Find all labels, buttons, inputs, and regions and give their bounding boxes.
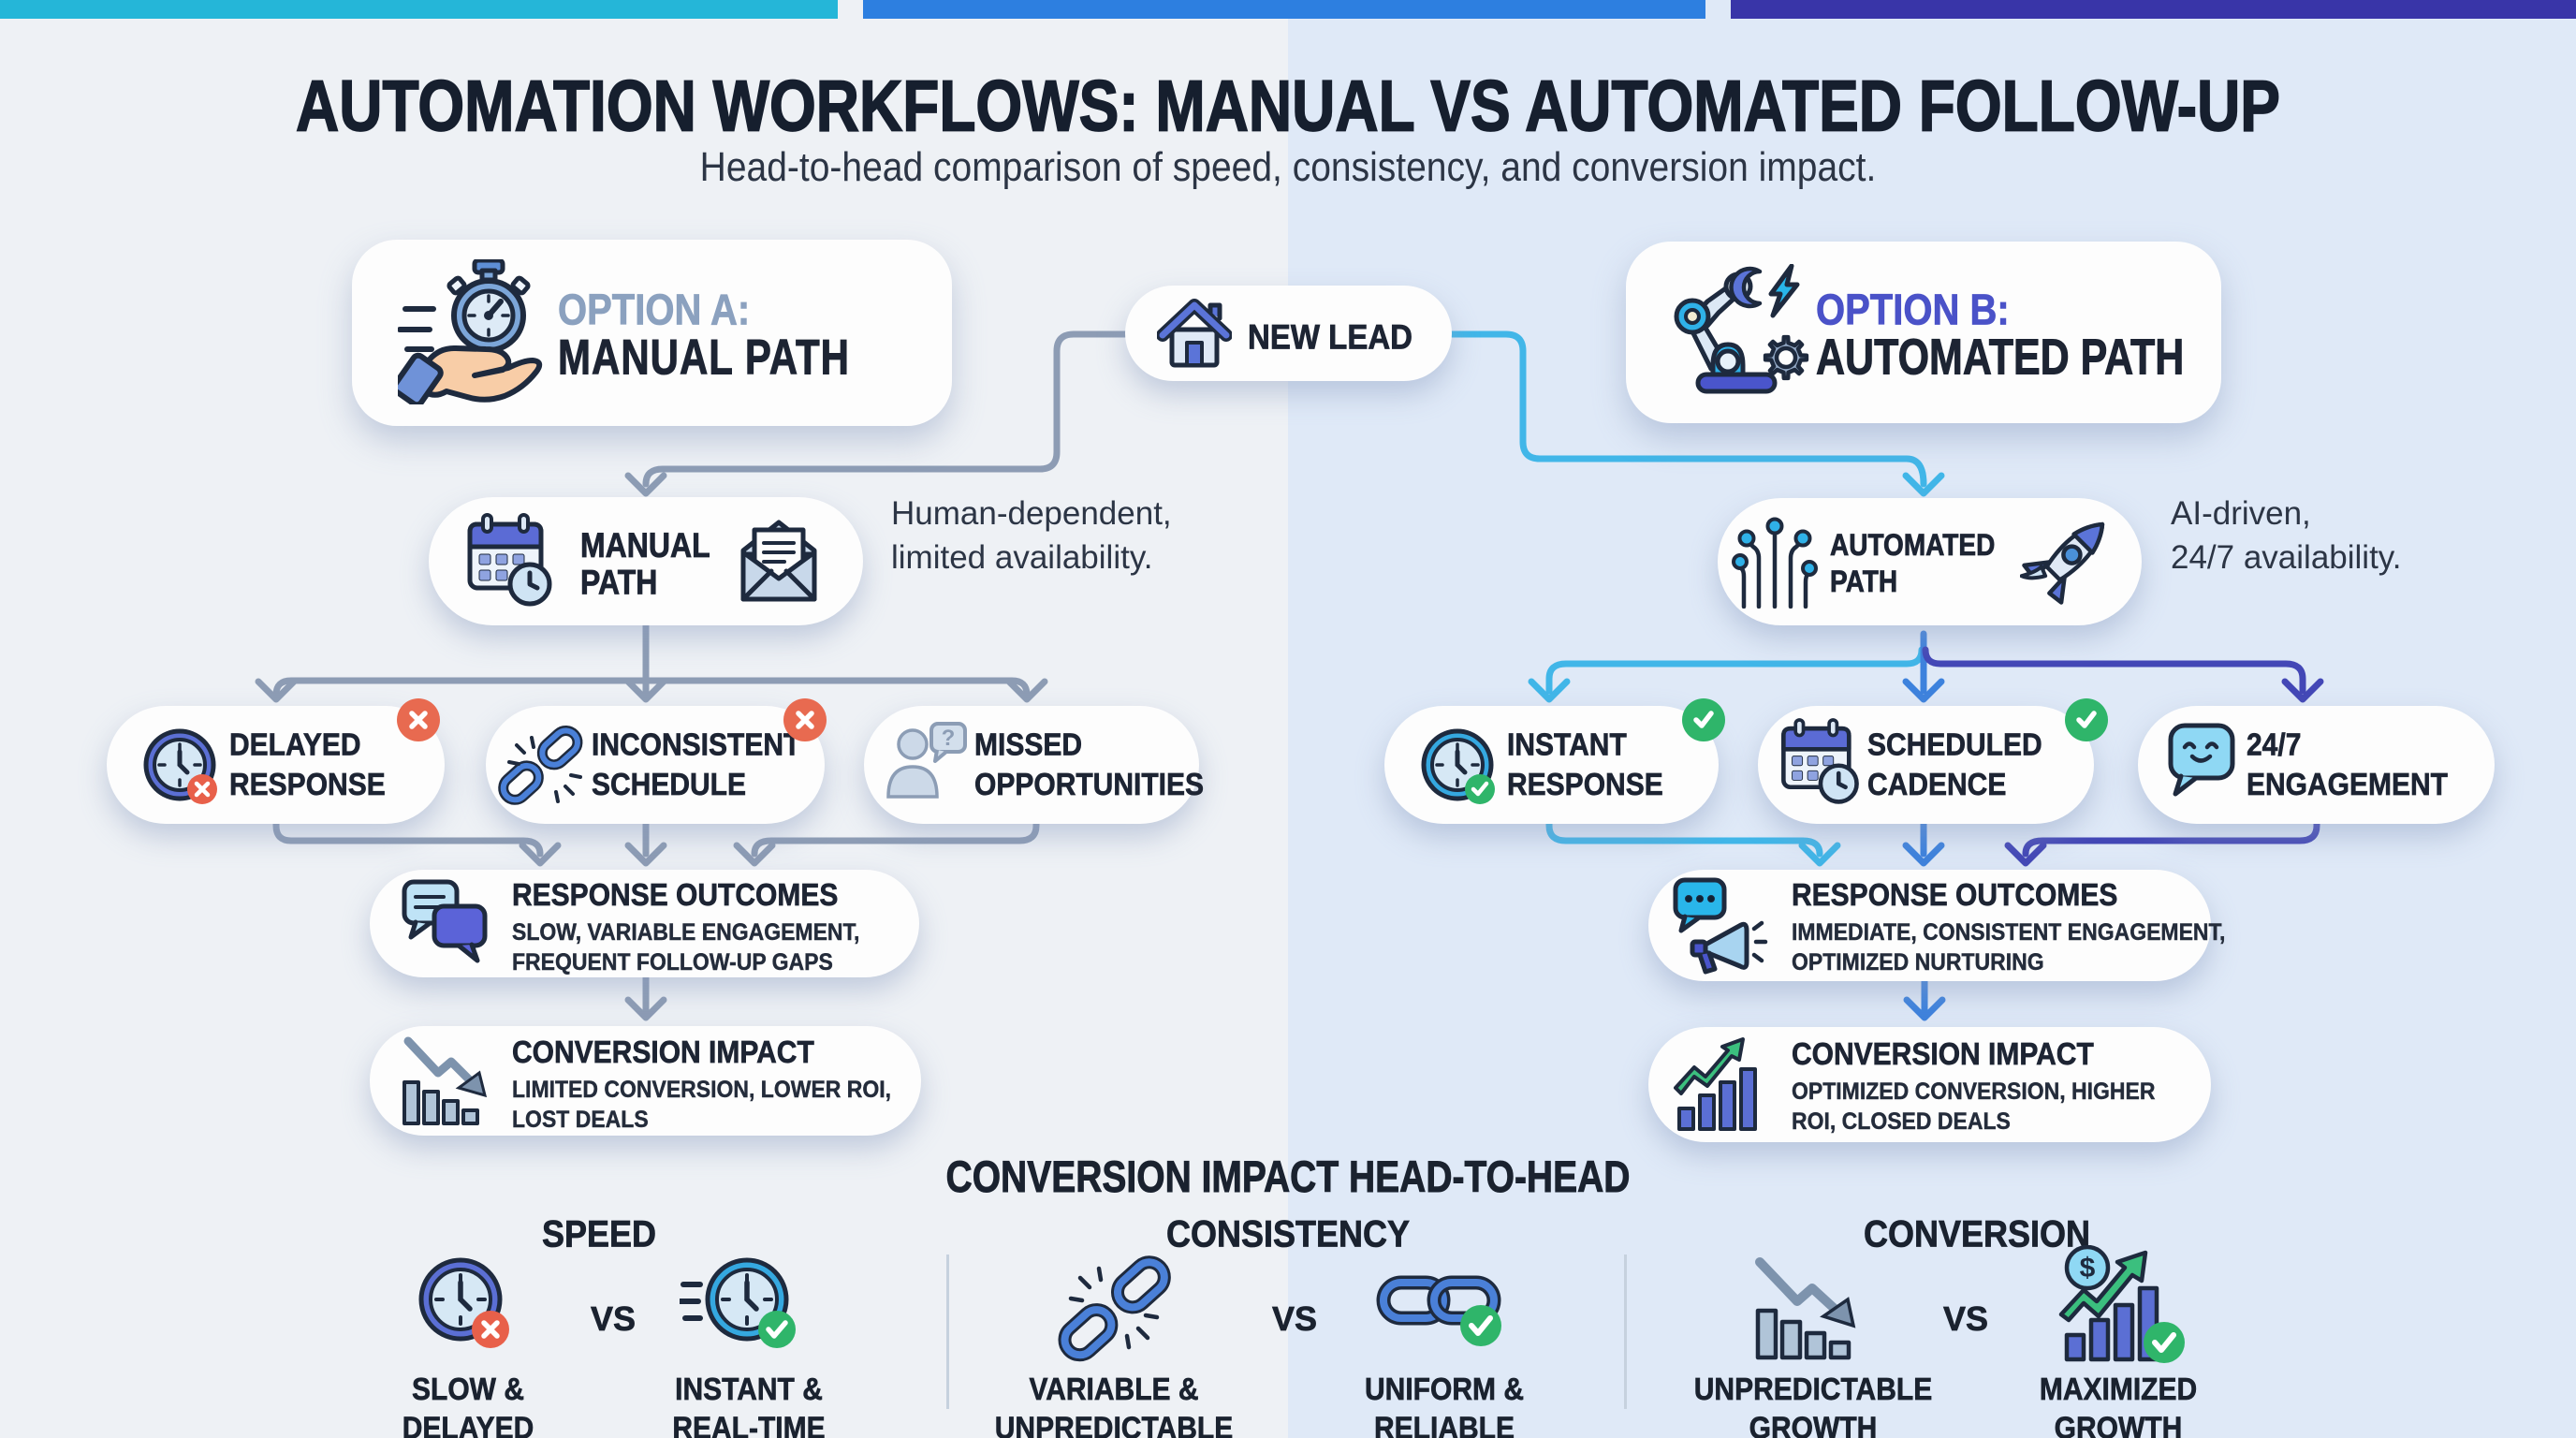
svg-text:$: $ — [2080, 1253, 2096, 1284]
svg-text:?: ? — [942, 726, 956, 751]
